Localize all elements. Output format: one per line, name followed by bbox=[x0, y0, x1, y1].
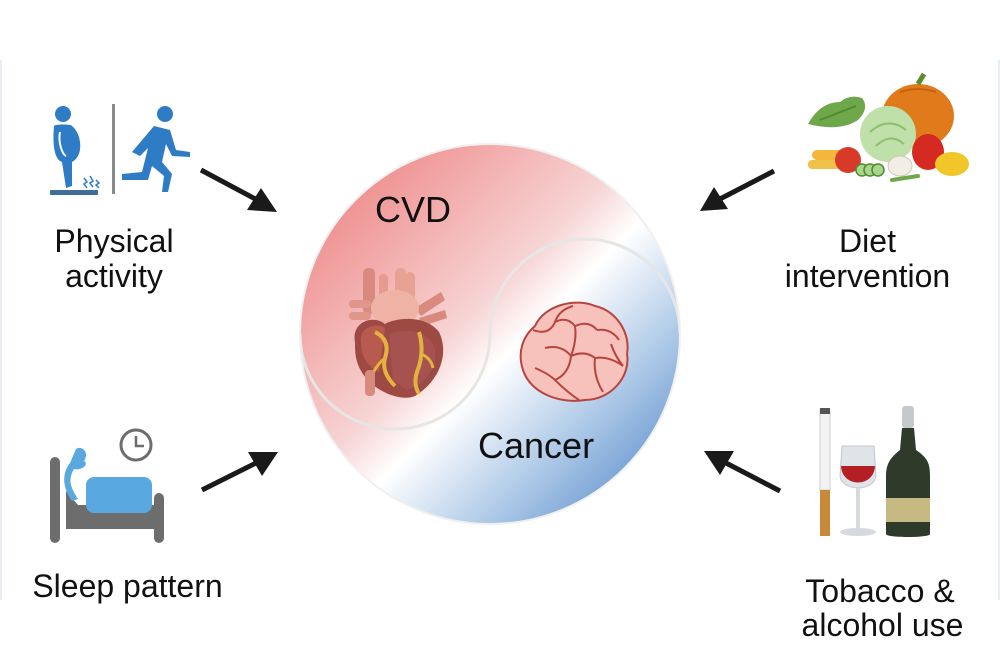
arrow-sleep-pattern bbox=[196, 446, 286, 496]
yin-yang-divider bbox=[300, 237, 680, 431]
arrow-tobacco-alcohol bbox=[700, 445, 786, 497]
left-edge-line bbox=[0, 60, 2, 600]
arrow-physical-activity bbox=[195, 160, 285, 220]
physical-activity-label-line1: Physical bbox=[54, 223, 174, 259]
cigarette-wine-bottle-icon bbox=[814, 404, 944, 544]
tobacco-alcohol-label-line1: Tobacco & bbox=[805, 573, 955, 609]
weight-scale-running-icon bbox=[44, 100, 194, 200]
sleep-pattern-label: Sleep pattern bbox=[32, 568, 223, 604]
diet-intervention-label-line2: intervention bbox=[784, 258, 951, 294]
cancer-label: Cancer bbox=[478, 425, 595, 466]
vegetables-icon bbox=[800, 72, 975, 182]
heart-icon bbox=[345, 262, 457, 402]
physical-activity-label-line2: activity bbox=[65, 258, 163, 294]
bed-clock-icon bbox=[48, 425, 168, 545]
arrow-diet-intervention bbox=[698, 165, 780, 215]
right-edge-line bbox=[998, 60, 1000, 600]
tobacco-alcohol-label-line2: alcohol use bbox=[801, 607, 964, 643]
diet-intervention-label-line1: Diet bbox=[839, 223, 896, 259]
cvd-label: CVD bbox=[375, 189, 452, 230]
tumor-icon bbox=[515, 296, 635, 406]
